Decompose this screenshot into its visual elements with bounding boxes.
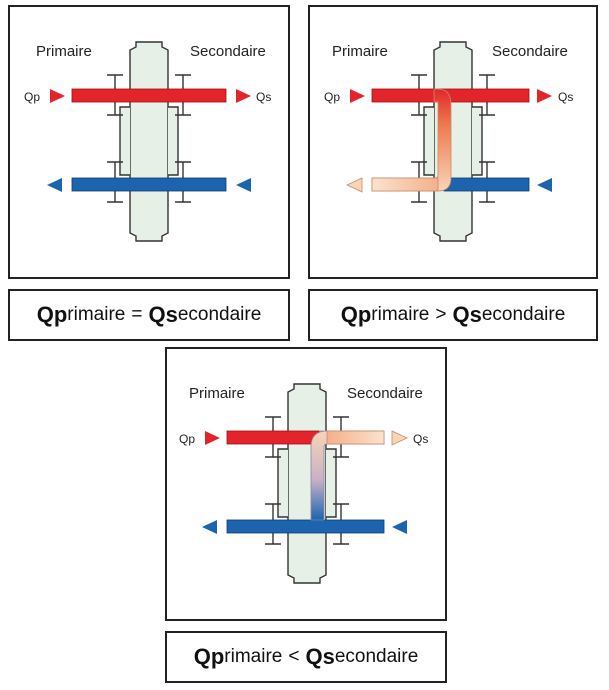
qp-label: Qp xyxy=(324,90,341,104)
primary-label: Primaire xyxy=(36,43,92,60)
hydraulic-separator-diagram-greater xyxy=(346,41,552,242)
caption-primary-word: rimaire xyxy=(371,304,430,325)
caption-qp-symbol: Qp xyxy=(193,644,225,669)
cold-return-pipe xyxy=(226,519,385,534)
primary-label: Primaire xyxy=(189,385,245,402)
cold-return-arrow-icon xyxy=(537,178,552,192)
mixed-supply-pipe xyxy=(326,430,385,445)
caption-secondary-word: econdaire xyxy=(177,304,262,325)
separator-body xyxy=(265,383,349,584)
hydraulic-separator-diagram-equal xyxy=(47,41,251,242)
qp-arrow-icon xyxy=(50,89,65,103)
caption-operator: > xyxy=(435,304,447,325)
hot-supply-pipe xyxy=(226,430,320,445)
qp-arrow-icon xyxy=(350,89,365,103)
qs-label: Qs xyxy=(413,432,429,446)
caption-qs-symbol: Qs xyxy=(148,302,178,327)
separator-body xyxy=(411,41,495,242)
cold-return-right-arrow-icon xyxy=(392,520,407,534)
caption-operator: = xyxy=(131,304,143,325)
caption-secondary-word: econdaire xyxy=(481,304,566,325)
mixed-return-arrow-icon xyxy=(346,177,363,193)
cold-return-left-arrow-icon xyxy=(202,520,217,534)
caption-qp-symbol: Qp xyxy=(36,302,68,327)
diagram-panel-equal: Primaire Secondaire Qp Qs xyxy=(8,5,290,279)
caption-qs-symbol: Qs xyxy=(452,302,482,327)
caption-operator: < xyxy=(288,646,300,667)
qp-label: Qp xyxy=(24,90,41,104)
hot-supply-pipe xyxy=(71,88,227,103)
secondary-label: Secondaire xyxy=(190,43,266,60)
qs-label: Qs xyxy=(558,90,574,104)
secondary-label: Secondaire xyxy=(347,385,423,402)
diagram-panel-greater: Primaire Secondaire Qp Qs xyxy=(308,5,598,279)
mixed-return-pipe xyxy=(371,177,439,192)
cold-return-right-arrow-icon xyxy=(236,178,251,192)
qs-arrow-icon xyxy=(391,430,408,446)
cold-return-pipe xyxy=(443,177,530,192)
secondary-label: Secondaire xyxy=(492,43,568,60)
caption-primary-word: rimaire xyxy=(67,304,126,325)
separator-body xyxy=(107,41,191,242)
diagram-panel-less: Primaire Secondaire Qp Qs xyxy=(165,347,447,621)
caption-secondary-word: econdaire xyxy=(334,646,419,667)
qs-label: Qs xyxy=(256,90,272,104)
caption-primary-word: rimaire xyxy=(224,646,283,667)
qp-label: Qp xyxy=(179,432,196,446)
caption-qp-symbol: Qp xyxy=(340,302,372,327)
caption-qs-symbol: Qs xyxy=(305,644,335,669)
primary-label: Primaire xyxy=(332,43,388,60)
qs-arrow-icon xyxy=(537,89,552,103)
cold-return-left-arrow-icon xyxy=(47,178,62,192)
hydraulic-separator-diagram-less xyxy=(202,383,408,584)
qp-arrow-icon xyxy=(205,431,220,445)
mixed-bypass-pipe xyxy=(371,88,452,192)
cold-return-pipe xyxy=(71,177,227,192)
qs-arrow-icon xyxy=(236,89,251,103)
